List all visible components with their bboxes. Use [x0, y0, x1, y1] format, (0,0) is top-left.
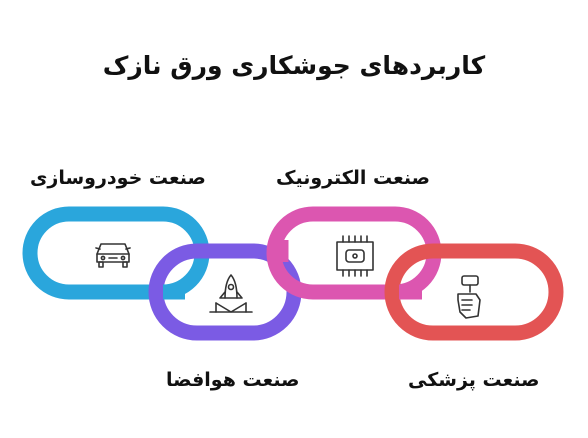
label-medical: صنعت پزشکی [408, 369, 540, 391]
page-title: کاربردهای جوشکاری ورق نازک [102, 51, 486, 80]
label-automotive: صنعت خودروسازی [30, 167, 206, 189]
label-electronics: صنعت الکترونیک [276, 167, 430, 189]
rocket-icon [209, 274, 253, 313]
label-aerospace: صنعت هوافضا [166, 369, 300, 391]
car-icon [95, 243, 131, 268]
medical-tool-icon [457, 275, 481, 319]
chip-icon [336, 235, 374, 277]
chain-link-medical [384, 243, 564, 341]
